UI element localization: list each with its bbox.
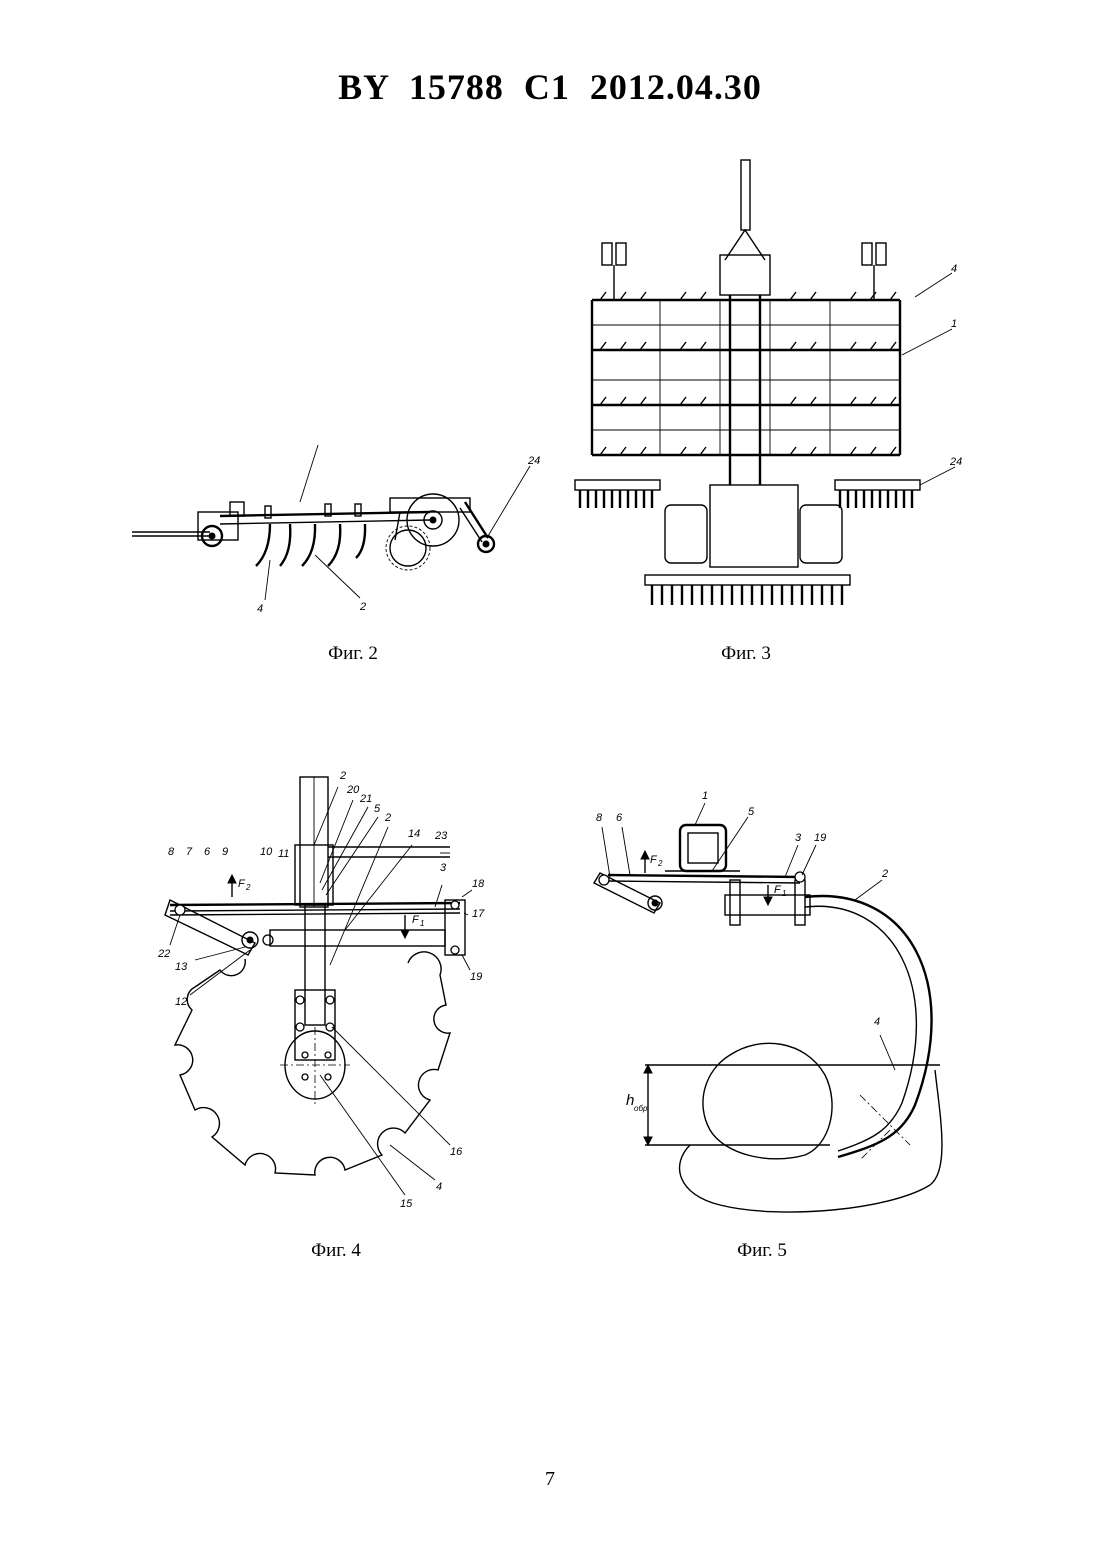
page-number: 7: [0, 1468, 1100, 1491]
fig4-label-23: 23: [434, 830, 448, 842]
fig4-label-8: 8: [168, 846, 175, 858]
fig5-label-8: 8: [596, 812, 603, 824]
fig4-label-2-top: 2: [339, 770, 346, 782]
fig4-label-9: 9: [222, 846, 228, 858]
fig5-label-2: 2: [881, 868, 888, 880]
fig5-label-6: 6: [616, 812, 623, 824]
fig5-label-3: 3: [795, 832, 802, 844]
figure-5-caption: Фиг. 5: [662, 1240, 862, 1262]
fig2-label-4: 4: [257, 603, 263, 615]
fig4-label-18: 18: [472, 878, 485, 890]
cultivator-side-view-drawing: 1 24 4 2: [120, 440, 560, 630]
figure-3-plan-view: 4 1 24: [570, 155, 970, 630]
figure-2-caption: Фиг. 2: [253, 643, 453, 665]
fig4-label-7: 7: [186, 846, 193, 858]
fig4-label-5: 5: [374, 803, 381, 815]
tine-assembly-drawing: F 1 F 2 h обр 1 5 8 6 3 19 2 4: [590, 785, 960, 1215]
fig5-force-f1-sub: 1: [782, 889, 786, 898]
fig4-label-19: 19: [470, 971, 482, 983]
figure-4-caption: Фиг. 4: [236, 1240, 436, 1262]
fig4-label-2: 2: [384, 812, 391, 824]
figure-4-disc-assembly: F 1 F 2 2 20: [150, 765, 510, 1225]
fig5-depth-h-sub: обр: [634, 1104, 648, 1113]
fig4-label-11: 11: [278, 848, 289, 860]
fig2-label-1: 1: [315, 440, 321, 443]
cultivator-plan-view-drawing: 4 1 24: [570, 155, 970, 630]
fig4-label-4: 4: [436, 1181, 442, 1193]
fig2-label-24: 24: [527, 455, 540, 467]
figure-3-caption: Фиг. 3: [646, 643, 846, 665]
fig5-label-4: 4: [874, 1016, 880, 1028]
document-header: BY 15788 C1 2012.04.30: [0, 66, 1100, 108]
fig5-force-f2: F: [650, 854, 658, 866]
fig3-label-24: 24: [949, 456, 962, 468]
fig5-label-5: 5: [748, 806, 755, 818]
fig4-label-22: 22: [157, 948, 170, 960]
fig4-label-20: 20: [346, 784, 360, 796]
fig4-label-17: 17: [472, 908, 485, 920]
fig4-label-21: 21: [359, 793, 372, 805]
fig5-label-19: 19: [814, 832, 826, 844]
figure-2-side-view: 1 24 4 2: [120, 440, 560, 630]
fig4-label-10: 10: [260, 846, 273, 858]
disc-assembly-drawing: F 1 F 2 2 20: [150, 765, 510, 1225]
fig3-label-4: 4: [951, 263, 957, 275]
fig4-label-15: 15: [400, 1198, 413, 1210]
fig3-label-1: 1: [951, 318, 957, 330]
fig4-label-3: 3: [440, 862, 447, 874]
fig2-label-2: 2: [359, 601, 366, 613]
fig4-force-f1-sub: 1: [420, 919, 424, 928]
fig4-force-f2-sub: 2: [245, 883, 251, 892]
fig4-label-12: 12: [175, 996, 187, 1008]
fig4-label-6: 6: [204, 846, 211, 858]
figure-5-tine-assembly: F 1 F 2 h обр 1 5 8 6 3 19 2 4: [590, 785, 960, 1215]
fig5-force-f1: F: [774, 884, 782, 896]
fig5-force-f2-sub: 2: [657, 859, 663, 868]
fig4-label-14: 14: [408, 828, 420, 840]
fig4-force-f1: F: [412, 914, 420, 926]
fig4-label-13: 13: [175, 961, 188, 973]
fig4-force-f2: F: [238, 878, 246, 890]
fig4-label-16: 16: [450, 1146, 463, 1158]
fig5-label-1: 1: [702, 790, 708, 802]
